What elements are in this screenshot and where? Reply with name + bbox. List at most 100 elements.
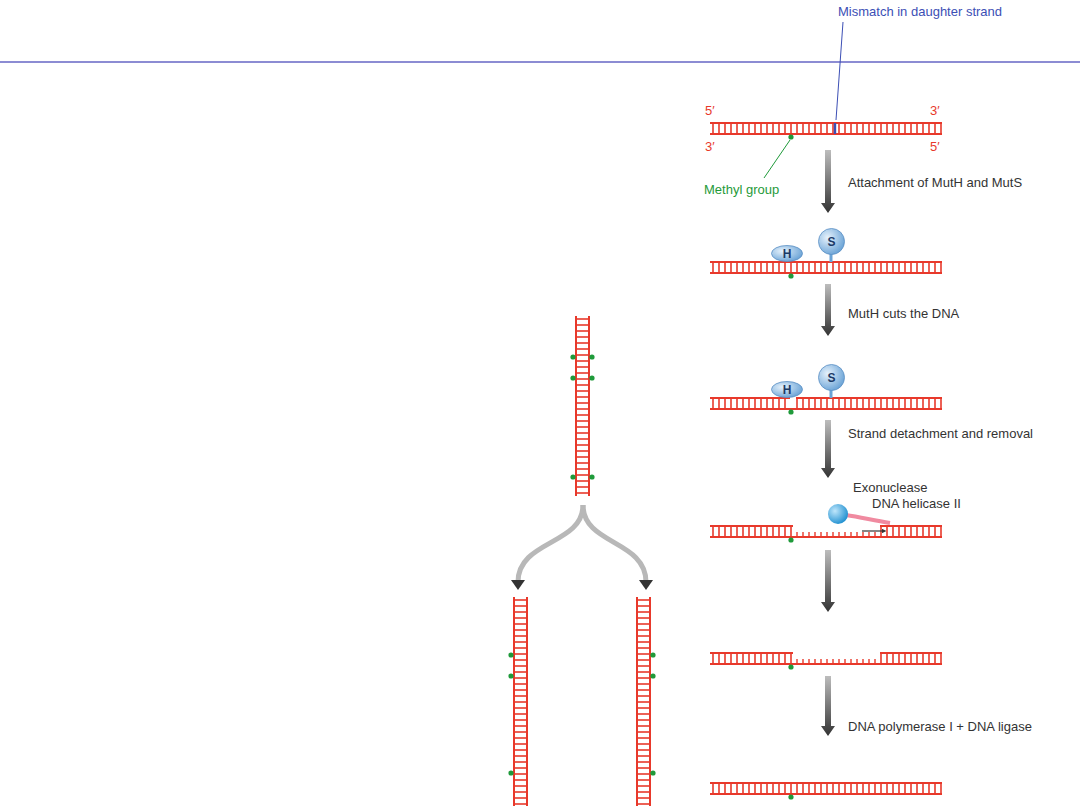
base-pair [637,791,650,793]
dna-duplex [637,597,656,806]
step-arrow [821,550,835,612]
base-pair [754,398,756,409]
base-pair [637,689,650,691]
base-pair [916,783,918,794]
base-pair [637,599,650,601]
base-pair [760,123,762,134]
base-pair [826,398,828,409]
base-pair [820,783,822,794]
muts-protein: S [818,364,845,391]
base-pair [736,526,738,537]
base-pair [637,641,650,643]
dna-duplex [570,316,594,496]
base-pair [802,262,804,273]
base-pair [826,262,828,273]
base [838,659,839,664]
leader-line [836,22,843,120]
base-pair [790,783,792,794]
base-pair [514,683,527,685]
base-pair [928,398,930,409]
base-pair [718,783,720,794]
base-pair [514,623,527,625]
base-pair [874,398,876,409]
base-pair [514,647,527,649]
base-pair [637,623,650,625]
base-pair [796,398,798,409]
dna-duplex [710,653,942,670]
base-pair [940,653,942,664]
base-pair [514,641,527,643]
base-pair [808,398,810,409]
base-pair [576,420,589,422]
base-pair [928,526,930,537]
base-pair [868,123,870,134]
base-pair [790,526,792,537]
label: Mismatch in daughter strand [838,4,1002,19]
base-pair [514,629,527,631]
base-pair [637,629,650,631]
base-pair [778,526,780,537]
base-pair [904,653,906,664]
base-pair [637,605,650,607]
base-pair [514,695,527,697]
base-pair [637,743,650,745]
methyl-dot [788,409,793,414]
label: MutH cuts the DNA [848,306,959,321]
base-pair [576,480,589,482]
base-pair [922,653,924,664]
base-pair [514,611,527,613]
base-pair [576,318,589,320]
base-pair [730,783,732,794]
base-pair [742,262,744,273]
base-pair [748,783,750,794]
base [868,532,869,537]
base-pair [772,398,774,409]
base-pair [772,262,774,273]
base-pair [844,398,846,409]
base-pair [637,773,650,775]
methyl-dot [788,664,793,669]
base-pair [832,262,834,273]
label: Exonuclease [853,480,927,495]
base-pair [766,526,768,537]
methyl-dot [589,354,594,359]
base-pair [637,671,650,673]
base-pair [514,701,527,703]
base-pair [736,783,738,794]
base-pair [892,398,894,409]
base-pair [796,262,798,273]
base [802,532,803,537]
base-pair [760,783,762,794]
base-pair [576,438,589,440]
base-pair [718,526,720,537]
base-pair [748,262,750,273]
base-pair [637,767,650,769]
base-pair [934,783,936,794]
label: 5′ [705,103,715,118]
base-pair [778,398,780,409]
base-pair [576,390,589,392]
base-pair [736,653,738,664]
label: Methyl group [704,182,779,197]
methyl-dot [570,354,575,359]
base-pair [838,123,840,134]
base-pair [514,671,527,673]
methyl-dot [650,770,655,775]
base-pair [576,468,589,470]
step-arrow [821,676,835,736]
annotations [511,22,890,736]
base-pair [514,797,527,799]
base-pair [576,372,589,374]
protein-letter: S [827,235,835,249]
base-pair [724,398,726,409]
base-pair [880,123,882,134]
base-pair [736,398,738,409]
base-pair [724,526,726,537]
base-pair [910,783,912,794]
base-pair [772,783,774,794]
label: DNA polymerase I + DNA ligase [848,719,1032,734]
base-pair [784,262,786,273]
base-pair [850,123,852,134]
base-pair [928,783,930,794]
base-pair [904,783,906,794]
